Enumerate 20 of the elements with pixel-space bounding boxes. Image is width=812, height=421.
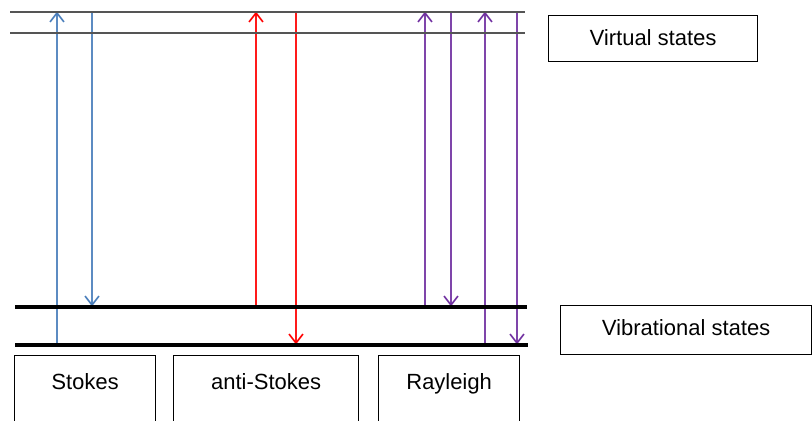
box-label: anti-Stokes — [210, 368, 322, 396]
label-box — [14, 355, 156, 421]
box-label: Vibrational states — [602, 314, 770, 342]
label-box — [548, 15, 758, 62]
energy-level-line — [10, 32, 525, 34]
label-box — [560, 305, 812, 355]
label-box — [378, 355, 520, 421]
arrow — [443, 13, 459, 306]
label-box — [173, 355, 359, 421]
energy-level-line — [10, 11, 525, 13]
arrow — [509, 13, 525, 344]
arrow — [477, 12, 493, 343]
box-label: Rayleigh — [406, 368, 492, 396]
arrow — [288, 13, 304, 344]
arrow — [417, 12, 433, 305]
arrow — [248, 12, 264, 305]
box-label: Stokes — [51, 368, 119, 396]
arrow — [84, 13, 100, 306]
arrow — [49, 12, 65, 343]
box-label: Virtual states — [590, 24, 716, 52]
